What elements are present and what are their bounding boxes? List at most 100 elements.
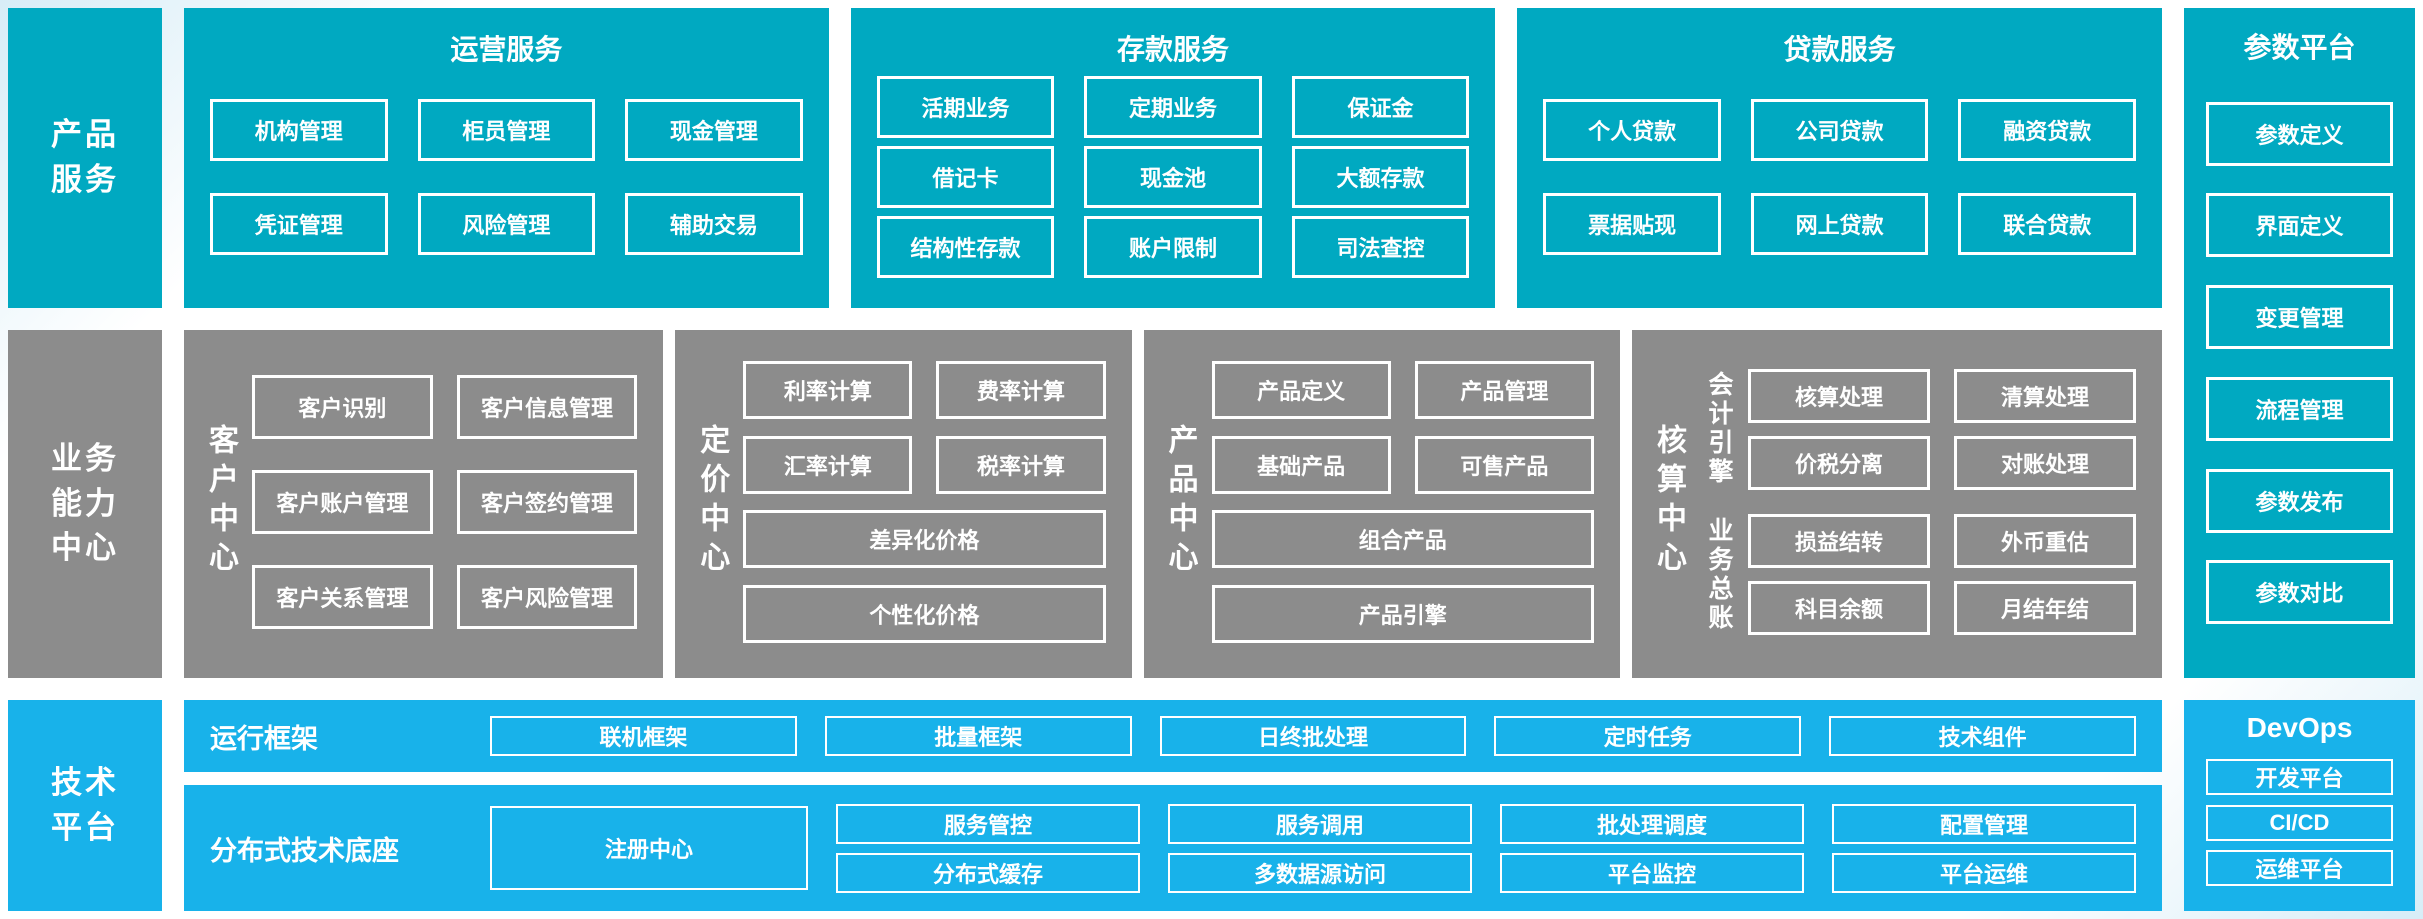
panel-title: 参数平台 — [2243, 32, 2356, 63]
diagram-box: 外币重估 — [1954, 514, 2136, 569]
panel-box-list: 参数定义 界面定义 变更管理 流程管理 参数发布 参数对比 — [2206, 74, 2393, 652]
diagram-box: 分布式缓存 — [836, 852, 1140, 893]
diagram-box: 产品管理 — [1414, 360, 1595, 419]
diagram-box: 司法查控 — [1291, 216, 1470, 278]
tech-platform-rows: 运行框架 联机框架 批量框架 日终批处理 定时任务 技术组件 分布式技术底座 注… — [184, 700, 2162, 911]
diagram-box: 公司贷款 — [1750, 99, 1929, 162]
panel-product-center: 产品中心 产品定义 产品管理 基础产品 可售产品 组合产品 产品引擎 — [1143, 330, 1621, 678]
diagram-box: 辅助交易 — [625, 192, 803, 255]
group-accounting-engine: 会计引擎 核算处理 清算处理 价税分离 对账处理 — [1700, 368, 2136, 490]
diagram-box: 现金池 — [1084, 146, 1262, 208]
distributed-base-column: 服务管控 分布式缓存 — [836, 803, 1140, 893]
panel-box-grid: 利率计算 费率计算 汇率计算 税率计算 差异化价格 个性化价格 — [743, 344, 1106, 660]
run-framework-row: 运行框架 联机框架 批量框架 日终批处理 定时任务 技术组件 — [184, 700, 2162, 772]
diagram-box: 费率计算 — [936, 360, 1106, 419]
diagram-box: 产品引擎 — [1211, 585, 1595, 644]
diagram-box: 活期业务 — [876, 76, 1055, 138]
diagram-box: 技术组件 — [1829, 716, 2136, 756]
product-services-row: 运营服务 机构管理 柜员管理 现金管理 凭证管理 风险管理 辅助交易 存款服务 … — [184, 8, 2163, 308]
diagram-box: 风险管理 — [417, 192, 596, 255]
diagram-box: 个人贷款 — [1543, 99, 1721, 162]
group-box-grid: 损益结转 外币重估 科目余额 月结年结 — [1748, 514, 2136, 636]
diagram-box: 客户签约管理 — [456, 470, 638, 534]
diagram-box: 批处理调度 — [1500, 803, 1804, 844]
diagram-box: 利率计算 — [743, 360, 913, 419]
diagram-box: 汇率计算 — [743, 435, 913, 494]
diagram-box: 借记卡 — [876, 146, 1055, 208]
diagram-box: 平台运维 — [1832, 852, 2136, 893]
diagram-box: 流程管理 — [2206, 376, 2393, 441]
row-label: 运行框架 — [210, 723, 318, 754]
diagram-box: 柜员管理 — [417, 99, 596, 162]
diagram-box: 清算处理 — [1954, 368, 2136, 423]
diagram-box: 运维平台 — [2206, 849, 2393, 886]
diagram-box: 个性化价格 — [743, 585, 1106, 644]
panel-parameter-platform: 参数平台 参数定义 界面定义 变更管理 流程管理 参数发布 参数对比 — [2184, 8, 2415, 678]
diagram-box: 凭证管理 — [210, 192, 388, 255]
group-business-ledger: 业务总账 损益结转 外币重估 科目余额 月结年结 — [1700, 514, 2136, 636]
panel-box-grid: 机构管理 柜员管理 现金管理 凭证管理 风险管理 辅助交易 — [210, 68, 803, 286]
diagram-box: 组合产品 — [1211, 510, 1595, 569]
panel-vertical-label: 客户中心 — [204, 424, 237, 580]
diagram-box: 科目余额 — [1748, 581, 1931, 636]
group-box-grid: 核算处理 清算处理 价税分离 对账处理 — [1748, 368, 2136, 490]
diagram-box: 损益结转 — [1748, 514, 1931, 569]
diagram-box: 对账处理 — [1954, 435, 2136, 490]
panel-vertical-label: 核算中心 — [1652, 424, 1686, 580]
diagram-box: 机构管理 — [210, 99, 388, 162]
diagram-box: 参数发布 — [2206, 468, 2393, 533]
group-vertical-label: 会计引擎 — [1705, 371, 1734, 488]
panel-title: 运营服务 — [450, 34, 563, 65]
diagram-box: 核算处理 — [1748, 368, 1931, 423]
diagram-box: 定期业务 — [1084, 76, 1262, 138]
diagram-box: 客户风险管理 — [456, 565, 638, 629]
diagram-box: 参数对比 — [2206, 560, 2393, 625]
diagram-box: 定时任务 — [1494, 716, 1802, 756]
panel-customer-center: 客户中心 客户识别 客户信息管理 客户账户管理 客户签约管理 客户关系管理 客户… — [184, 330, 664, 678]
diagram-box: 保证金 — [1291, 76, 1470, 138]
band-label-product-services: 产品 服务 — [8, 8, 162, 308]
registry-center-box: 注册中心 — [490, 806, 808, 890]
panel-box-grid: 个人贷款 公司贷款 融资贷款 票据贴现 网上贷款 联合贷款 — [1543, 68, 2137, 286]
panel-vertical-label: 定价中心 — [695, 424, 729, 580]
diagram-box: 票据贴现 — [1543, 192, 1721, 255]
panel-accounting-center: 核算中心 会计引擎 核算处理 清算处理 价税分离 对账处理 业务总账 损益结转 … — [1632, 330, 2162, 678]
diagram-box: 参数定义 — [2206, 101, 2393, 166]
diagram-box: 税率计算 — [936, 435, 1106, 494]
diagram-box: 客户账户管理 — [252, 470, 433, 534]
panel-deposit-services: 存款服务 活期业务 定期业务 保证金 借记卡 现金池 大额存款 结构性存款 账户… — [850, 8, 1496, 308]
panel-box-list: 开发平台 CI/CD 运维平台 — [2206, 750, 2393, 895]
distributed-base-column: 批处理调度 平台监控 — [1500, 803, 1804, 893]
panel-title: 贷款服务 — [1783, 34, 1896, 65]
row-label: 分布式技术底座 — [210, 835, 399, 866]
band-label-business-capability-center: 业务 能力 中心 — [8, 330, 162, 678]
diagram-box: 网上贷款 — [1750, 192, 1929, 255]
diagram-box: 多数据源访问 — [1168, 852, 1472, 893]
diagram-box: 日终批处理 — [1159, 716, 1467, 756]
diagram-box: 联合贷款 — [1958, 192, 2137, 255]
diagram-box: 融资贷款 — [1958, 99, 2137, 162]
distributed-base-column: 服务调用 多数据源访问 — [1168, 803, 1472, 893]
diagram-box: 现金管理 — [625, 99, 803, 162]
diagram-box: 基础产品 — [1211, 435, 1391, 494]
diagram-box: 差异化价格 — [743, 510, 1106, 569]
diagram-box: 开发平台 — [2206, 759, 2393, 796]
panel-pricing-center: 定价中心 利率计算 费率计算 汇率计算 税率计算 差异化价格 个性化价格 — [675, 330, 1132, 678]
diagram-box: 客户识别 — [252, 375, 433, 439]
diagram-box: 联机框架 — [490, 716, 797, 756]
diagram-box: 客户关系管理 — [252, 565, 433, 629]
diagram-box: 大额存款 — [1291, 146, 1470, 208]
accounting-groups: 会计引擎 核算处理 清算处理 价税分离 对账处理 业务总账 损益结转 外币重估 … — [1700, 344, 2136, 660]
panel-box-grid: 产品定义 产品管理 基础产品 可售产品 组合产品 产品引擎 — [1211, 344, 1595, 660]
diagram-box: 服务调用 — [1168, 803, 1472, 844]
diagram-box: 配置管理 — [1832, 803, 2136, 844]
diagram-box: 服务管控 — [836, 803, 1140, 844]
diagram-box: 客户信息管理 — [456, 375, 638, 439]
panel-loan-services: 贷款服务 个人贷款 公司贷款 融资贷款 票据贴现 网上贷款 联合贷款 — [1517, 8, 2163, 308]
panel-box-grid: 活期业务 定期业务 保证金 借记卡 现金池 大额存款 结构性存款 账户限制 司法… — [876, 68, 1470, 286]
diagram-box: 结构性存款 — [876, 216, 1055, 278]
distributed-base-column: 配置管理 平台运维 — [1832, 803, 2136, 893]
panel-devops: DevOps 开发平台 CI/CD 运维平台 — [2184, 700, 2415, 911]
panel-operations-services: 运营服务 机构管理 柜员管理 现金管理 凭证管理 风险管理 辅助交易 — [184, 8, 829, 308]
diagram-box: 变更管理 — [2206, 285, 2393, 350]
